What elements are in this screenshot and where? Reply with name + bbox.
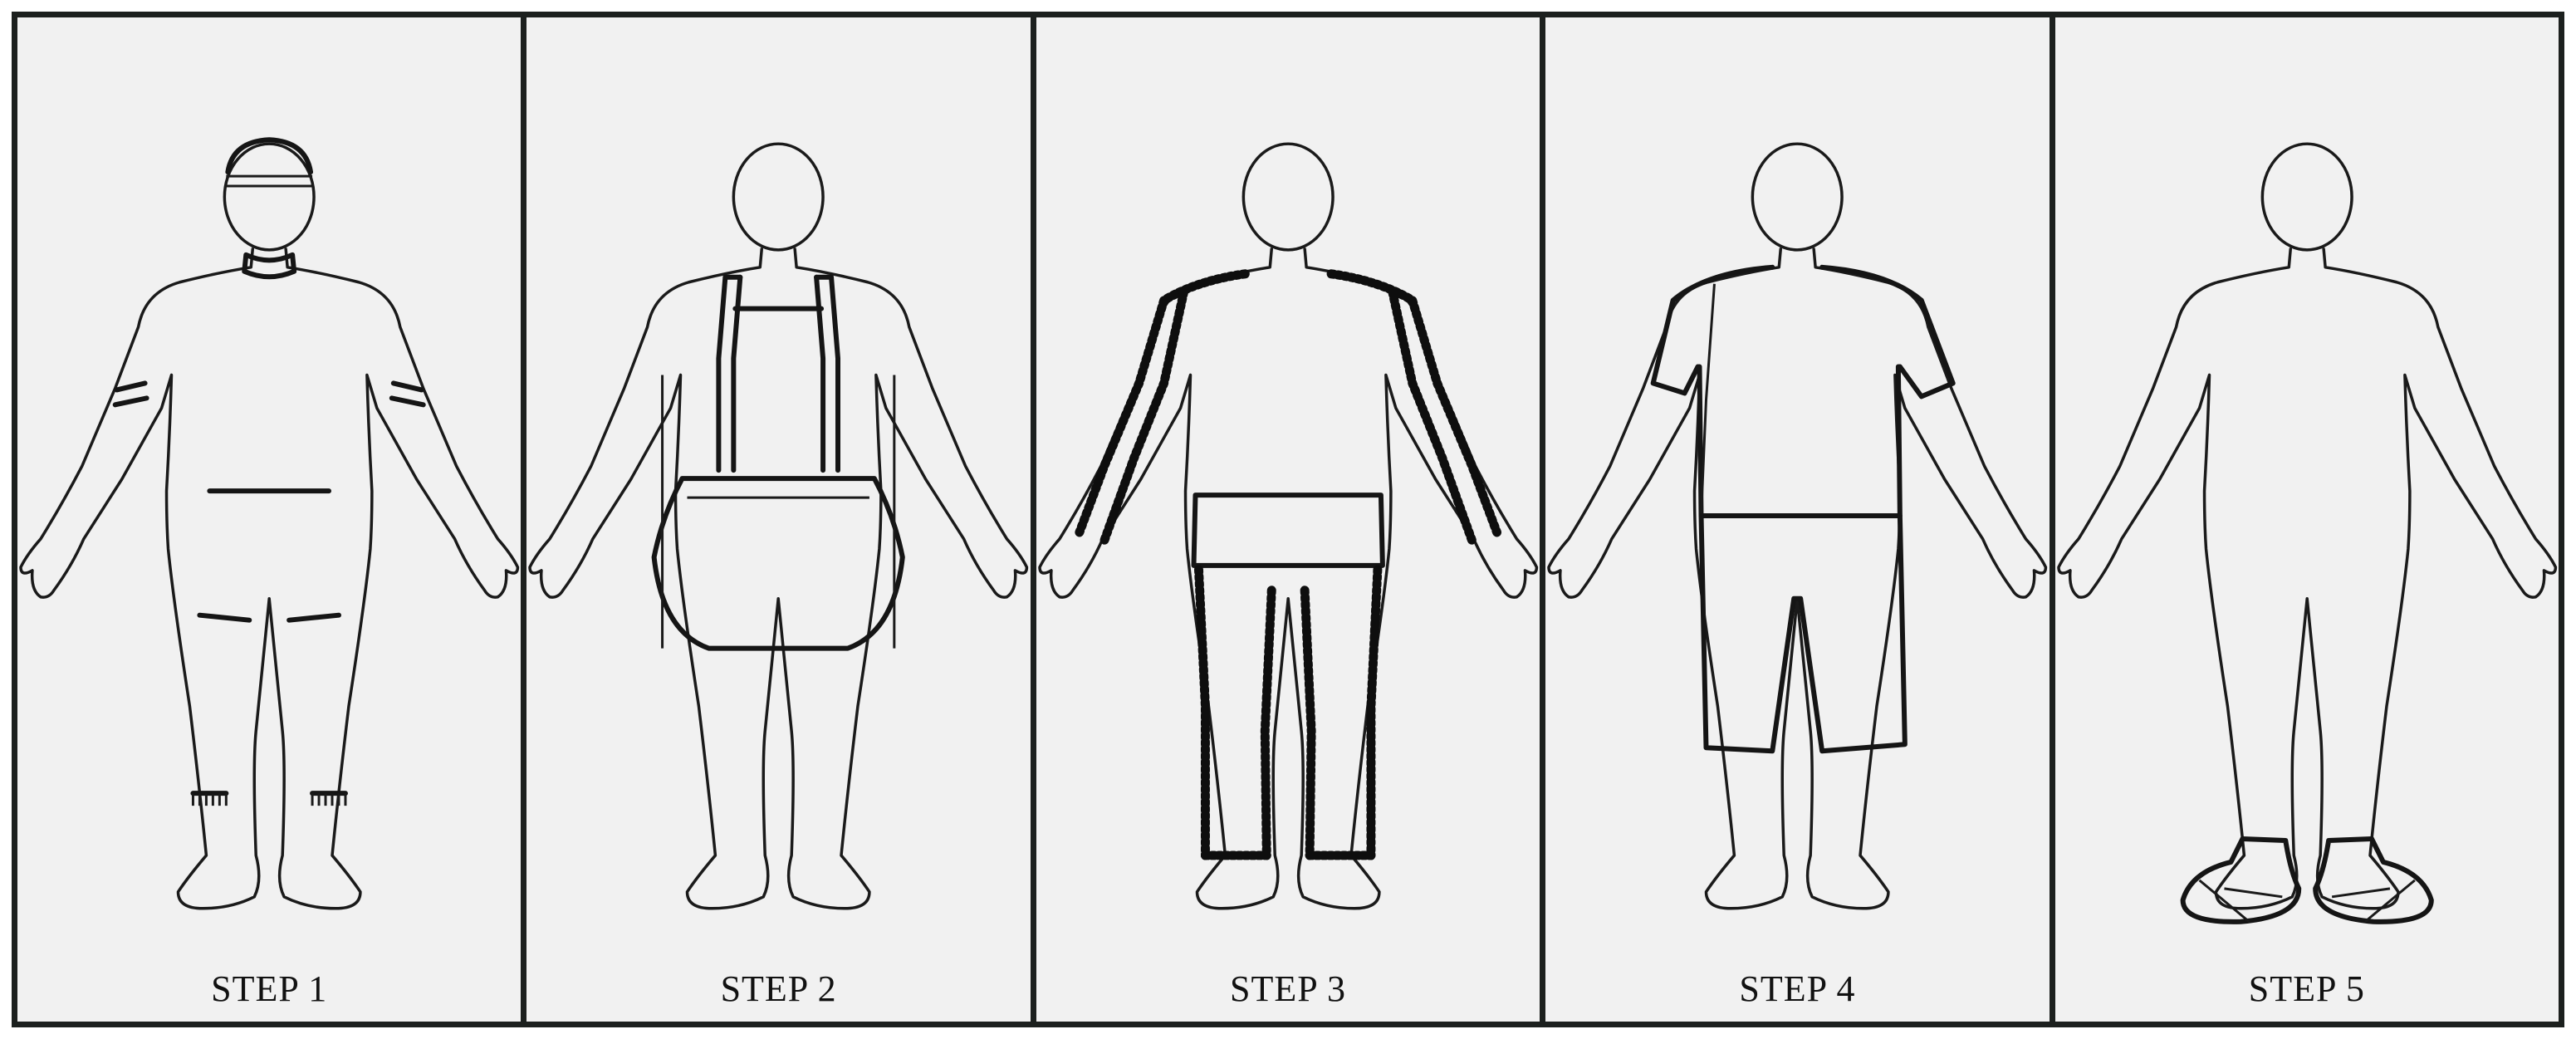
shirt-garment	[1653, 267, 1953, 516]
step-2-figure	[526, 17, 1030, 1022]
hood-garment	[224, 140, 314, 186]
step-4-label: STEP 4	[1545, 968, 2049, 1010]
shoe-covers-garment	[2182, 839, 2431, 922]
socks-garment	[193, 793, 345, 806]
step-4-figure	[1545, 17, 2049, 1022]
step-5-figure	[2055, 17, 2559, 1022]
step-3-figure	[1036, 17, 1540, 1022]
step-3-panel: STEP 3	[1036, 17, 1540, 1022]
step-1-panel: STEP 1	[17, 17, 521, 1022]
step-3-label: STEP 3	[1036, 968, 1540, 1010]
steps-figure: STEP 1 STEP 2	[12, 12, 2564, 1027]
step-1-label: STEP 1	[17, 968, 521, 1010]
step-1-figure	[17, 17, 521, 1022]
step-2-label: STEP 2	[526, 968, 1030, 1010]
human-body-outline	[2059, 144, 2555, 909]
fringed-sleeves-garment	[1080, 274, 1497, 541]
apron-garment	[654, 277, 903, 649]
human-body-outline	[1549, 144, 2045, 909]
step-5-panel: STEP 5	[2055, 17, 2559, 1022]
step-5-label: STEP 5	[2055, 968, 2559, 1010]
step-4-panel: STEP 4	[1545, 17, 2049, 1022]
sleeve-cuffs-garment	[115, 383, 424, 404]
human-body-outline	[530, 144, 1026, 909]
step-2-panel: STEP 2	[526, 17, 1030, 1022]
jacket-hem-garment	[1193, 495, 1382, 566]
